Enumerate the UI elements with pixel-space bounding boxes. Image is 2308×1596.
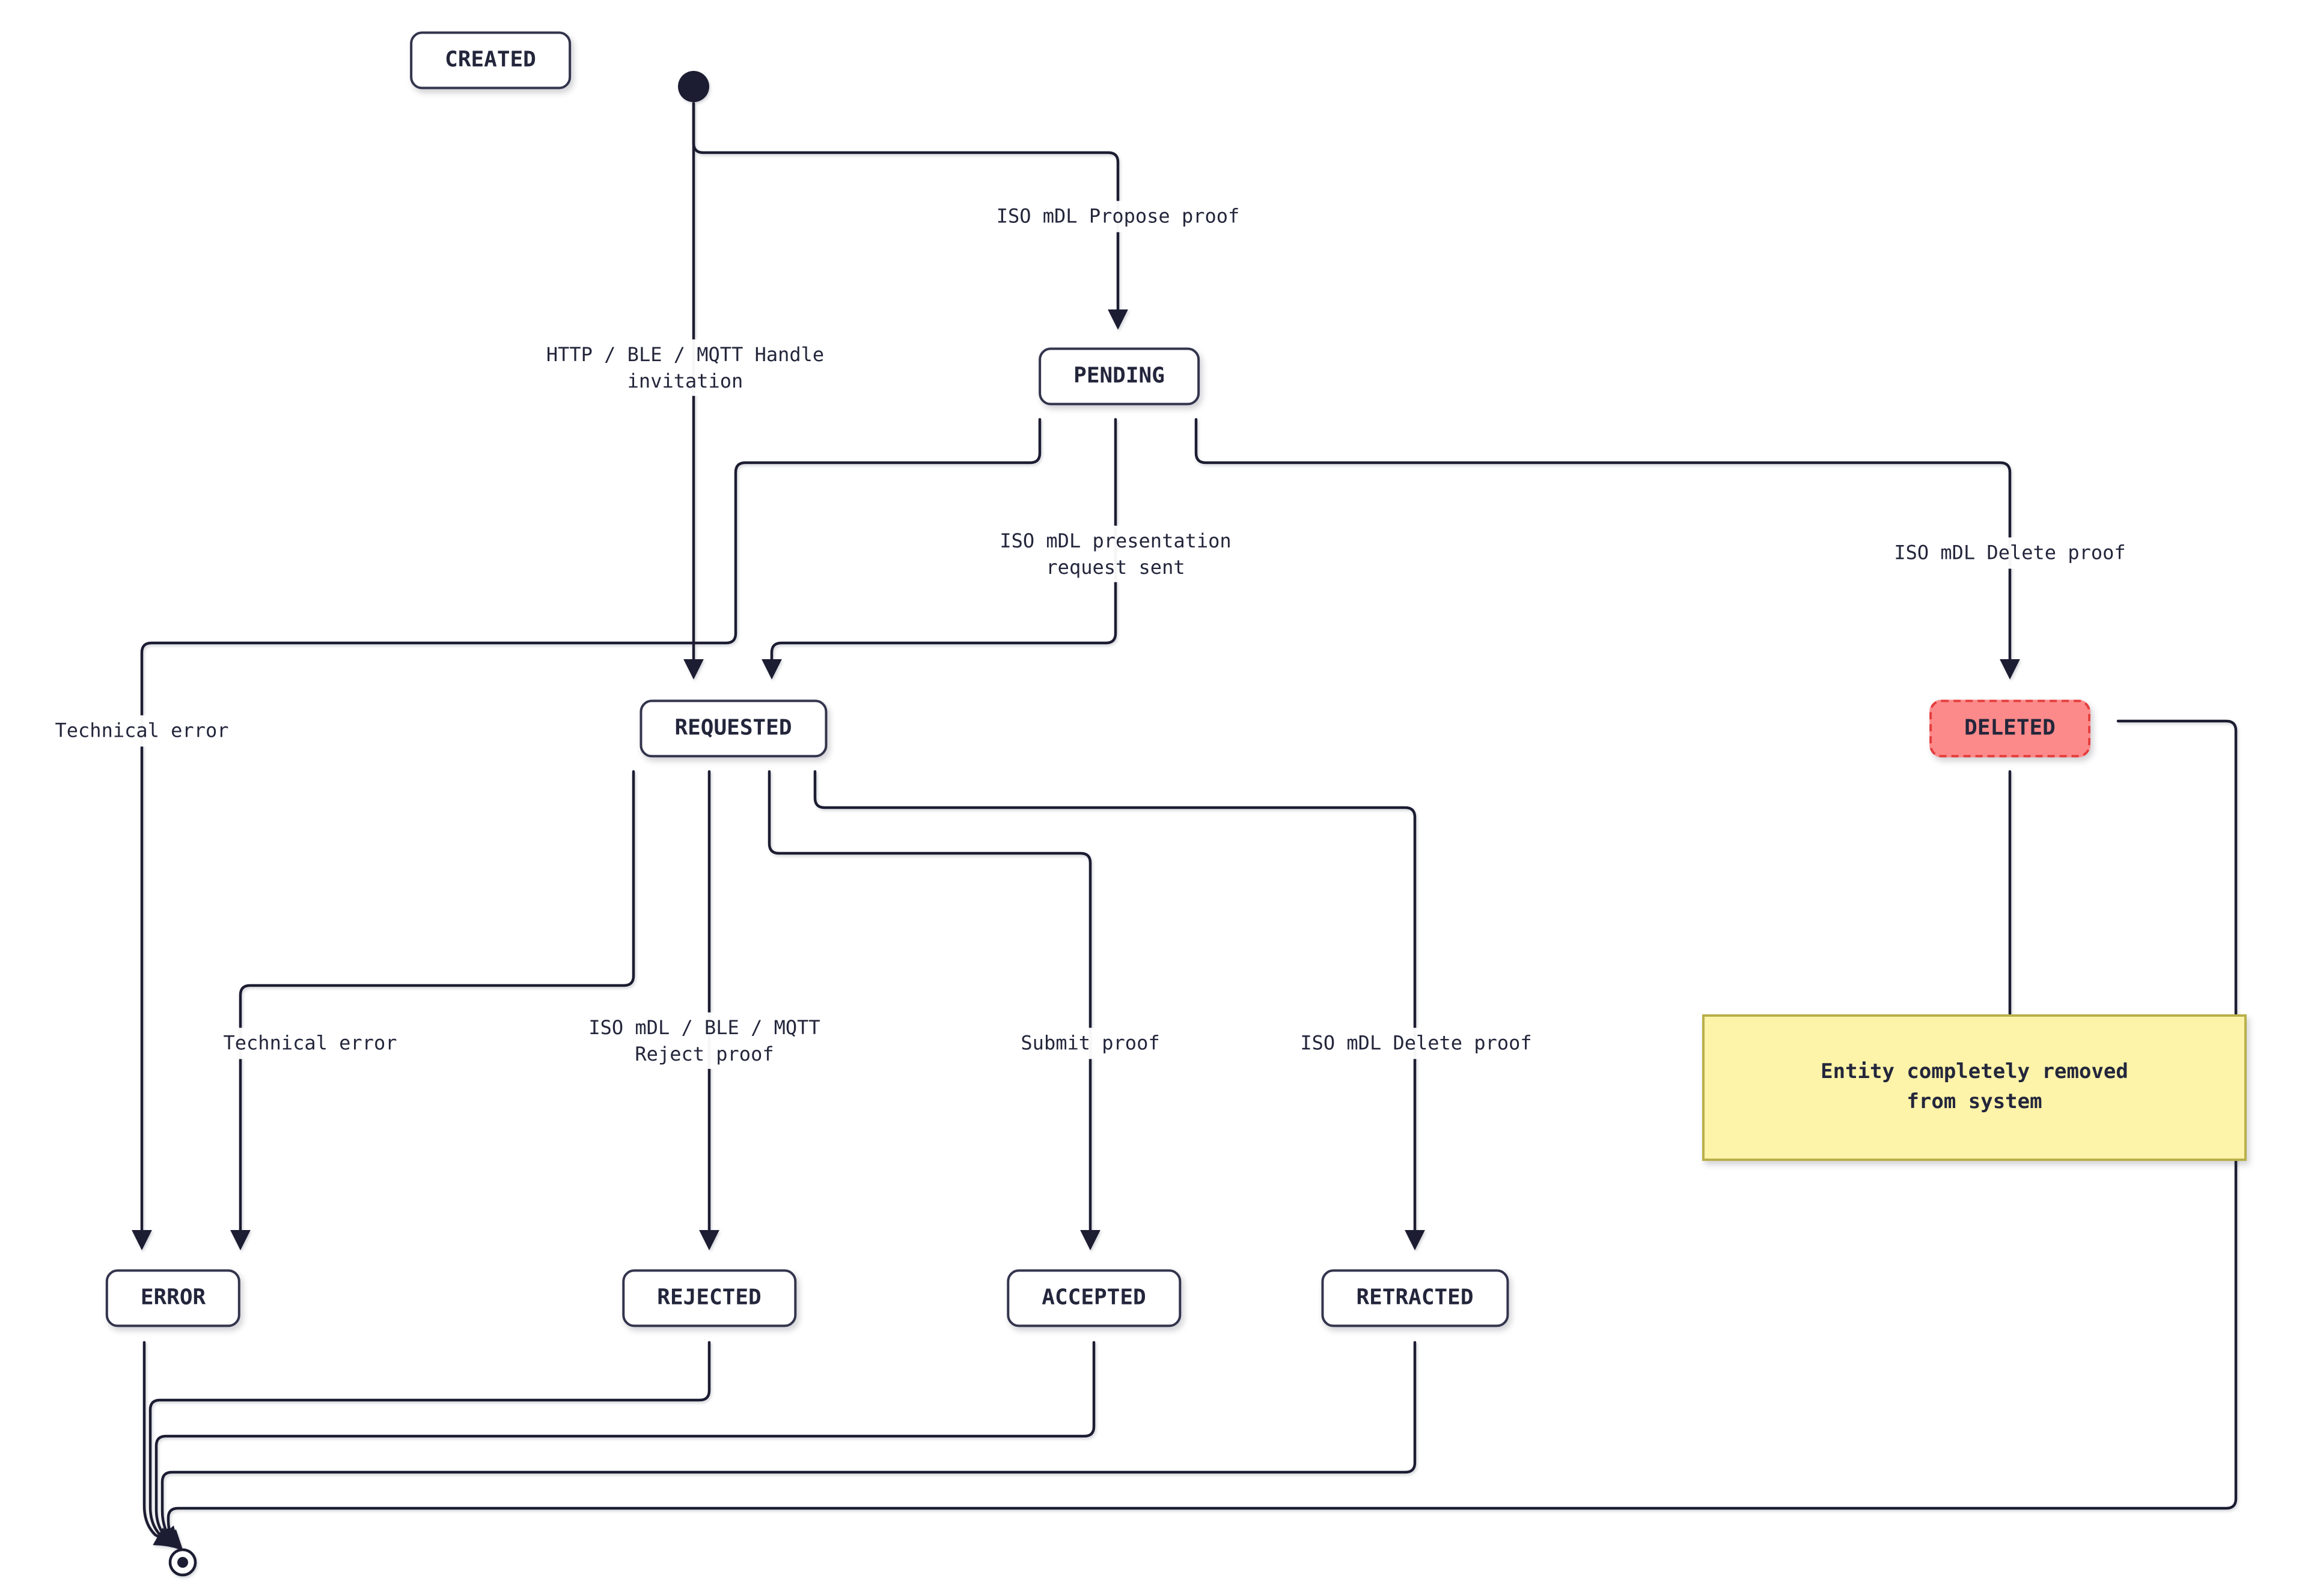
edge-label-technical-error-requested: Technical error [216, 1028, 405, 1059]
edge-label-presentation-request-sent: ISO mDL presentation request sent [992, 525, 1239, 583]
edge-requested-to-accepted [768, 770, 1101, 1250]
edge-requested-to-retracted [813, 770, 1425, 1250]
edge-deleted-to-final [158, 719, 2238, 1548]
state-rejected: REJECTED [622, 1269, 796, 1327]
state-accepted: ACCEPTED [1007, 1269, 1181, 1327]
edge-label-delete-proof-pending: ISO mDL Delete proof [1887, 537, 2133, 568]
edge-pending-to-requested [762, 418, 1117, 680]
state-error: ERROR [105, 1269, 241, 1327]
edge-accepted-to-final [154, 1341, 1096, 1550]
state-retracted: RETRACTED [1321, 1269, 1509, 1327]
edge-initial-to-pending [692, 102, 1128, 330]
state-deleted: DELETED [1929, 699, 2090, 757]
edge-pending-to-error [132, 418, 1042, 1250]
edge-label-handle-invitation: HTTP / BLE / MQTT Handle invitation [539, 339, 832, 397]
state-created: CREATED [410, 31, 571, 89]
edge-label-submit-proof: Submit proof [1013, 1028, 1167, 1059]
edge-error-to-final [142, 1341, 176, 1547]
edge-label-propose-proof: ISO mDL Propose proof [989, 201, 1247, 232]
edge-rejected-to-final [148, 1341, 711, 1548]
initial-state-node [678, 71, 709, 102]
edge-label-technical-error-pending: Technical error [47, 715, 236, 746]
note-entity-removed: Entity completely removed from system [1702, 1014, 2247, 1161]
edge-pending-to-deleted [1194, 418, 2020, 680]
final-state-inner-dot [177, 1557, 188, 1568]
state-pending: PENDING [1039, 347, 1200, 405]
edge-retracted-to-final [160, 1341, 1417, 1551]
state-requested: REQUESTED [640, 699, 827, 757]
edge-label-reject-proof: ISO mDL / BLE / MQTT Reject proof [581, 1012, 828, 1070]
edge-label-delete-proof-requested: ISO mDL Delete proof [1293, 1028, 1539, 1059]
edge-requested-to-error [230, 770, 635, 1250]
